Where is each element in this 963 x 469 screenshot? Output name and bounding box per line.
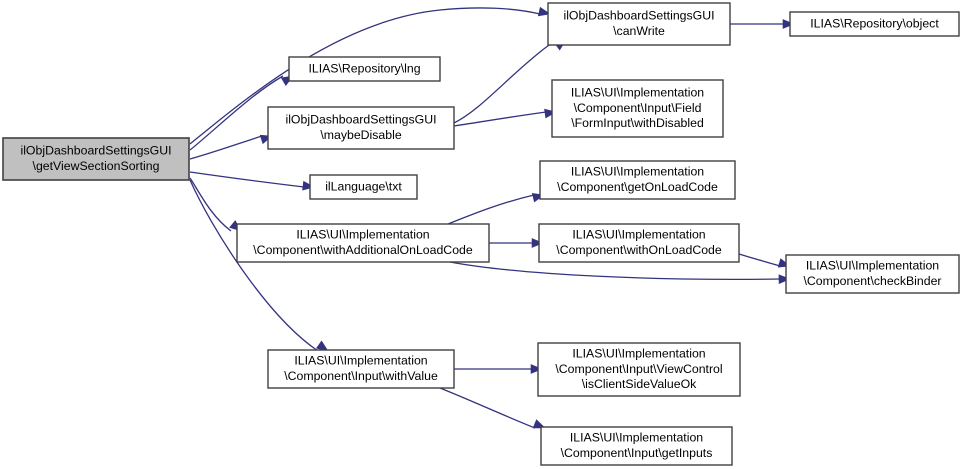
node-label-line: \getViewSectionSorting [33, 159, 160, 173]
node-label-line: \Component\Input\ViewControl [555, 362, 722, 376]
edge-withvalue-to-isclientside [454, 364, 543, 374]
edge-canwrite-to-repoobject [730, 19, 795, 29]
edge-withvalue-to-getinputs [439, 387, 546, 429]
node-label-line: ILIAS\UI\Implementation [806, 259, 939, 273]
edge-arrowhead [530, 364, 543, 374]
graph-node-maybedisable[interactable]: ilObjDashboardSettingsGUI\maybeDisable [267, 106, 455, 150]
edge-arrowhead [532, 419, 546, 429]
edge-line [453, 111, 547, 127]
graph-node-root[interactable]: ilObjDashboardSettingsGUI\getViewSection… [2, 137, 190, 181]
node-label-line: ILIAS\Repository\lng [308, 61, 420, 75]
node-label-line: \Component\withAdditionalOnLoadCode [253, 243, 473, 257]
node-label-line: ILIAS\UI\Implementation [294, 354, 427, 368]
graph-node-illangtxt[interactable]: ilLanguage\txt [309, 174, 418, 200]
graph-node-checkbinder[interactable]: ILIAS\UI\Implementation\Component\checkB… [785, 254, 960, 294]
node-label-line: ILIAS\UI\Implementation [571, 86, 704, 100]
edge-line [189, 7, 541, 145]
node-label-line: \Component\getOnLoadCode [557, 180, 718, 194]
node-label-line: \Component\Input\Field [574, 101, 702, 115]
graph-node-repolng[interactable]: ILIAS\Repository\lng [288, 56, 441, 82]
node-box[interactable] [288, 56, 441, 82]
node-label-line: ILIAS\Repository\object [810, 16, 939, 30]
edge-withadditional-to-withonloadcode [489, 238, 544, 248]
node-label-line: \isClientSideValueOk [582, 377, 697, 391]
node-box[interactable] [547, 2, 731, 46]
node-box[interactable] [785, 254, 960, 294]
node-box[interactable] [539, 160, 736, 200]
node-box[interactable] [309, 174, 418, 200]
node-label-line: \canWrite [613, 24, 665, 38]
node-label-line: \Component\withOnLoadCode [556, 243, 722, 257]
node-box[interactable] [551, 79, 724, 138]
edge-arrowhead [302, 180, 315, 191]
node-label-line: \Component\Input\getInputs [561, 446, 713, 460]
node-label-line: ILIAS\UI\Implementation [572, 228, 705, 242]
node-label-line: ILIAS\UI\Implementation [571, 165, 704, 179]
node-label-line: ilObjDashboardSettingsGUI [20, 144, 171, 158]
edge-line [189, 177, 232, 232]
edge-arrowhead [531, 238, 544, 248]
edge-withadditional-to-getonloadcode [447, 192, 545, 225]
node-label-line: ILIAS\UI\Implementation [570, 431, 703, 445]
edge-arrowhead [778, 274, 791, 285]
edge-arrowhead [537, 6, 551, 17]
node-label-line: ilObjDashboardSettingsGUI [563, 9, 714, 23]
edge-line [189, 171, 305, 188]
edge-line [189, 179, 319, 352]
graph-node-withonloadcode[interactable]: ILIAS\UI\Implementation\Component\withOn… [538, 223, 740, 263]
edge-root-to-withadditional [189, 177, 242, 232]
graph-node-withdisabled[interactable]: ILIAS\UI\Implementation\Component\Input\… [551, 79, 724, 138]
node-box[interactable] [236, 223, 490, 263]
graph-node-isclientside[interactable]: ILIAS\UI\Implementation\Component\Input\… [537, 342, 741, 397]
edge-line [439, 387, 536, 429]
node-box[interactable] [540, 426, 733, 466]
graph-node-withvalue[interactable]: ILIAS\UI\Implementation\Component\Input\… [267, 349, 455, 389]
node-box[interactable] [789, 11, 960, 37]
node-box[interactable] [2, 137, 190, 181]
node-box[interactable] [267, 106, 455, 150]
graph-node-canwrite[interactable]: ilObjDashboardSettingsGUI\canWrite [547, 2, 731, 46]
edge-line [189, 135, 263, 160]
graph-node-withadditional[interactable]: ILIAS\UI\Implementation\Component\withAd… [236, 223, 490, 263]
node-label-line: \maybeDisable [320, 128, 401, 142]
node-box[interactable] [538, 223, 740, 263]
graph-node-getonloadcode[interactable]: ILIAS\UI\Implementation\Component\getOnL… [539, 160, 736, 200]
edge-withadditional-to-checkbinder [449, 261, 791, 285]
edge-root-to-canwrite [189, 6, 551, 145]
edge-root-to-maybedisable [189, 134, 273, 160]
edge-line [738, 253, 781, 267]
edge-root-to-illangtxt [189, 171, 315, 191]
node-box[interactable] [267, 349, 455, 389]
edge-line [189, 75, 284, 151]
node-label-line: ILIAS\UI\Implementation [572, 347, 705, 361]
node-box[interactable] [537, 342, 741, 397]
node-label-line: ilObjDashboardSettingsGUI [285, 113, 436, 127]
node-label-line: ILIAS\UI\Implementation [296, 228, 429, 242]
edge-arrowhead [782, 19, 795, 29]
graph-node-getinputs[interactable]: ILIAS\UI\Implementation\Component\Input\… [540, 426, 733, 466]
edge-withonloadcode-to-checkbinder [738, 253, 791, 268]
edge-root-to-withvalue [189, 179, 329, 352]
graph-node-repoobject[interactable]: ILIAS\Repository\object [789, 11, 960, 37]
edge-line [453, 39, 557, 124]
node-label-line: ilLanguage\txt [325, 179, 402, 193]
edge-maybedisable-to-withdisabled [453, 108, 557, 127]
edge-line [449, 261, 781, 281]
edge-line [447, 194, 535, 225]
node-label-line: \Component\Input\withValue [284, 369, 438, 383]
node-label-line: \Component\checkBinder [803, 274, 941, 288]
node-label-line: \FormInput\withDisabled [571, 116, 704, 130]
